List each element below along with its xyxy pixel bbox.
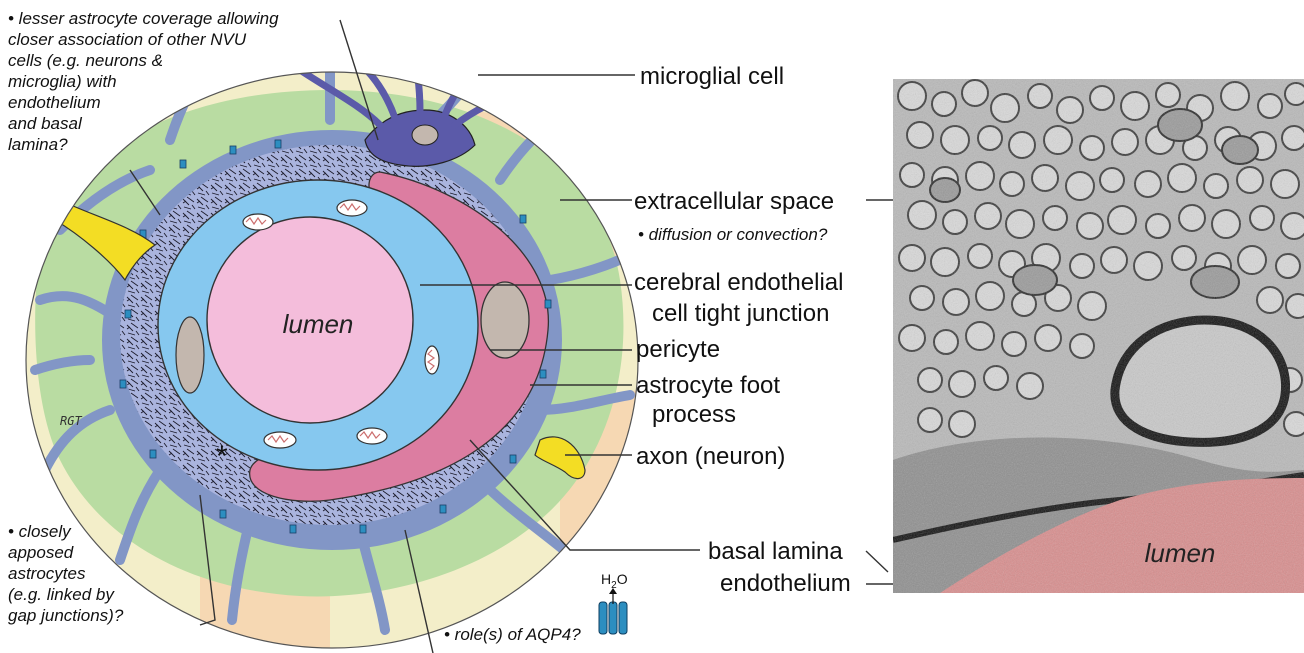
aqp4-icon: H2O [599, 571, 628, 634]
label-axon: axon (neuron) [636, 443, 785, 470]
label-extracellular-space: extracellular space [634, 188, 834, 215]
electron-micrograph: lumen [893, 79, 1304, 593]
star-marker: * [216, 440, 228, 473]
label-endothelium: endothelium [720, 570, 851, 597]
signature: RGT [60, 414, 82, 428]
label-tight-junction-1: cerebral endothelial [634, 269, 843, 296]
note-diffusion: • diffusion or convection? [638, 225, 828, 244]
nvu-diagram: * RGT lumen [20, 20, 640, 650]
label-basal-lamina: basal lamina [708, 538, 843, 565]
micrograph-lumen-label: lumen [1145, 538, 1216, 568]
endothelial-nucleus [176, 317, 204, 393]
note-aqp4: • role(s) of AQP4? [444, 625, 581, 644]
label-astrocyte-foot-2: process [652, 401, 736, 428]
diagram-lumen-label: lumen [283, 309, 354, 339]
label-pericyte: pericyte [636, 336, 720, 363]
svg-text:H2O: H2O [601, 571, 628, 591]
label-microglial-cell: microglial cell [640, 63, 784, 90]
label-astrocyte-foot-1: astrocyte foot [636, 372, 780, 399]
pericyte-nucleus [481, 282, 529, 358]
label-tight-junction-2: cell tight junction [652, 300, 829, 327]
